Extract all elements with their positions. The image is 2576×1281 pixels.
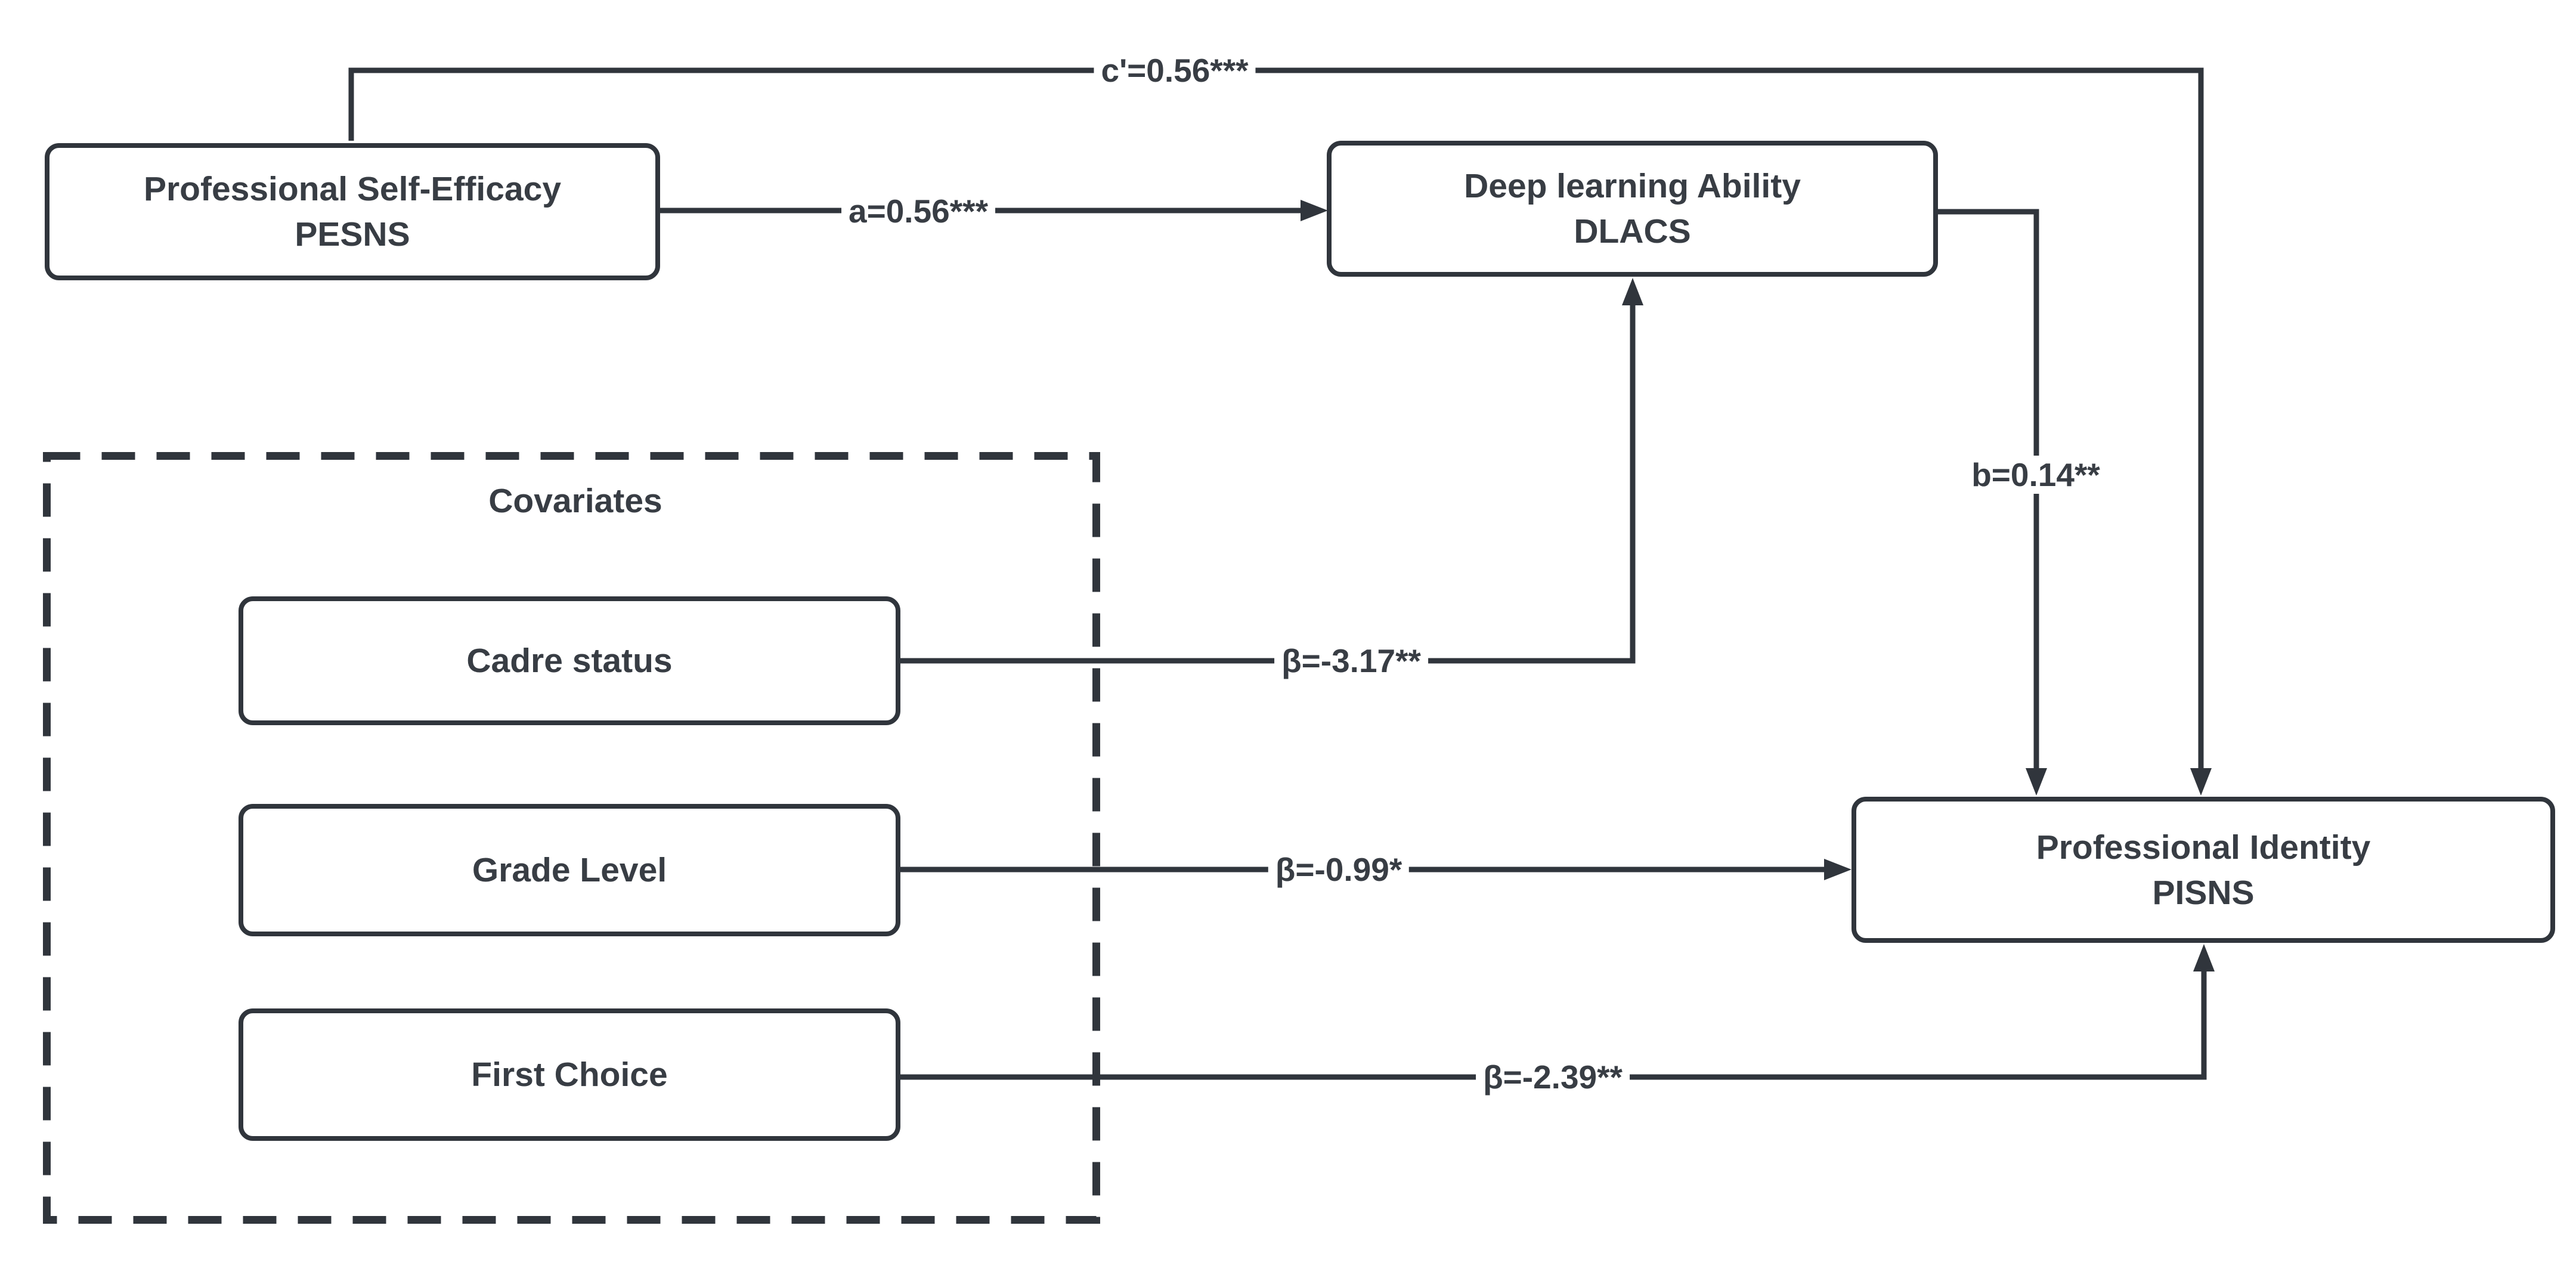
cadre-dlacs-path [899,304,1636,664]
node-pesns: Professional Self-Efficacy PESNS [45,143,660,280]
c-prime-path [348,67,2204,771]
edge-label-a: a=0.56*** [841,192,995,230]
node-dlacs-abbr: DLACS [1574,212,1691,250]
first-pisns-arrowhead [2193,944,2215,971]
edge-label-b: b=0.14** [1964,456,2107,494]
a-arrowhead [1301,200,1328,221]
node-cadre-status: Cadre status [239,596,900,725]
node-pisns: Professional Identity PISNS [1852,797,2555,943]
c-prime-arrowhead [2190,768,2212,796]
edge-label-c-prime: c'=0.56*** [1094,51,1256,89]
node-pesns-abbr: PESNS [295,215,410,253]
node-cadre-status-title: Cadre status [466,642,673,680]
b-path [1938,209,2039,771]
edge-label-beta-cadre: β=-3.17** [1274,642,1428,680]
node-pesns-title: Professional Self-Efficacy [143,170,562,208]
cadre-dlacs-arrowhead [1622,278,1643,305]
edge-label-beta-grade: β=-0.99* [1268,850,1410,889]
edge-label-beta-first: β=-2.39** [1476,1058,1630,1096]
covariates-dashed-border [43,452,1100,1224]
node-dlacs: Deep learning Ability DLACS [1327,141,1938,277]
covariates-title: Covariates [488,482,662,520]
node-pisns-abbr: PISNS [2152,873,2255,912]
node-pisns-title: Professional Identity [2036,828,2371,867]
node-dlacs-title: Deep learning Ability [1464,167,1801,205]
node-first-choice: First Choice [239,1008,900,1141]
first-pisns-path [899,970,2207,1080]
grade-pisns-arrowhead [1824,859,1852,880]
node-grade-level-title: Grade Level [472,851,667,889]
node-first-choice-title: First Choice [471,1056,668,1094]
b-arrowhead [2026,768,2047,796]
node-grade-level: Grade Level [239,804,900,936]
